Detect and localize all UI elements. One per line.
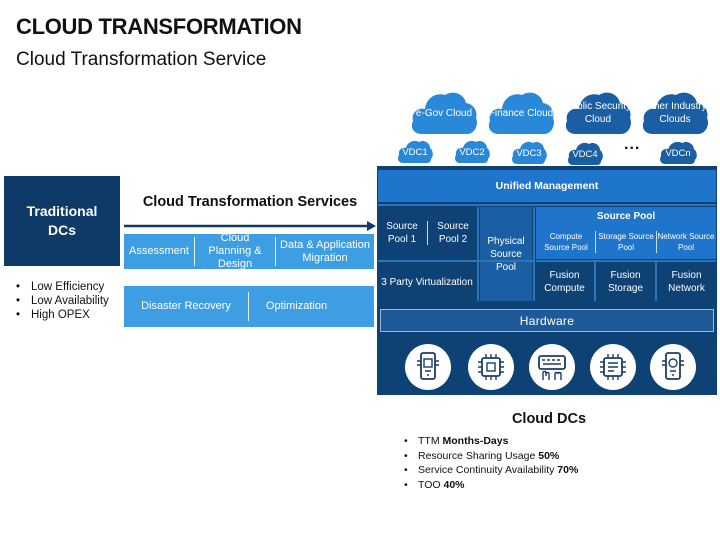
cloud-icon — [512, 141, 547, 164]
bullet-item: TOO 40% — [404, 478, 578, 493]
physical-source-pool: Physical Source Pool — [480, 207, 532, 301]
bullet-item: Low Availability — [16, 294, 124, 308]
vdc-1: VDC1 — [397, 138, 433, 163]
cloud-dcs-title: Cloud DCs — [511, 411, 587, 427]
divider — [655, 262, 657, 301]
bullet-item: Service Continuity Availability 70% — [404, 463, 578, 478]
unified-management-bar: Unified Management — [378, 170, 716, 202]
source-pool-group: Source Pool 1 Source Pool 2 — [378, 207, 476, 259]
fusion-storage: Fusion Storage — [597, 263, 654, 301]
cloud-icon — [568, 142, 603, 165]
vdc-2: VDC2 — [454, 138, 490, 163]
divider — [427, 221, 428, 245]
service-data-migration: Data & Application Migration — [280, 238, 370, 264]
divider — [656, 231, 657, 253]
page-subtitle: Cloud Transformation Service — [16, 49, 267, 70]
cloud-icon — [642, 92, 708, 134]
traditional-dcs-label: Traditional DCs — [26, 203, 98, 238]
source-pool-2: Source Pool 2 — [437, 221, 469, 245]
compute-source-pool: Compute Source Pool — [544, 232, 588, 252]
vdc-n: VDCn — [659, 139, 697, 164]
source-pool-1: Source Pool 1 — [386, 221, 418, 245]
vdc-3: VDC3 — [511, 139, 547, 164]
divider — [477, 207, 479, 301]
fusion-compute: Fusion Compute — [536, 263, 593, 301]
hardware-bar: Hardware — [380, 309, 714, 332]
cloud-egov: e-Gov Cloud — [410, 88, 478, 134]
cloud-dcs-bullets: TTM Months-Days Resource Sharing Usage 5… — [404, 434, 578, 492]
bullet-item: High OPEX — [16, 308, 124, 322]
vdc-4: VDC4 — [567, 140, 603, 165]
transformation-arrow-icon — [124, 221, 376, 231]
cloud-icon — [398, 140, 433, 163]
page-title: CLOUD TRANSFORMATION — [16, 14, 302, 39]
divider — [595, 231, 596, 253]
cloud-icon — [660, 141, 697, 164]
service-disaster-recovery: Disaster Recovery — [141, 300, 231, 312]
service-cloud-planning: Cloud Planning & Design — [208, 232, 262, 270]
cloud-icon — [488, 92, 554, 134]
services-row-2: Disaster Recovery Optimization — [124, 286, 374, 327]
services-title: Cloud Transformation Services — [142, 194, 358, 210]
cloud-icon — [455, 140, 490, 163]
cloud-other-industry: Other Industry Clouds — [641, 88, 709, 134]
more-vdcs-ellipsis: ... — [624, 136, 641, 153]
keyboard-hands-icon — [529, 344, 575, 390]
document-chip-icon — [590, 344, 636, 390]
divider — [533, 207, 535, 301]
bullet-item: Resource Sharing Usage 50% — [404, 449, 578, 464]
cloud-icon — [411, 92, 477, 134]
traditional-dcs-box: Traditional DCs — [4, 176, 120, 266]
cloud-icon — [565, 92, 631, 134]
phone-chip-icon — [650, 344, 696, 390]
bullet-item: TTM Months-Days — [404, 434, 578, 449]
traditional-dcs-bullets: Low Efficiency Low Availability High OPE… — [16, 280, 124, 322]
mobile-chip-icon — [405, 344, 451, 390]
source-pool-box — [536, 207, 716, 259]
fusion-network: Fusion Network — [658, 263, 715, 301]
divider — [378, 204, 716, 206]
divider — [594, 262, 596, 301]
storage-source-pool: Storage Source Pool — [598, 232, 654, 252]
cpu-chip-icon — [468, 344, 514, 390]
service-optimization: Optimization — [265, 300, 328, 312]
services-row-1: Assessment Cloud Planning & Design Data … — [124, 232, 374, 270]
third-party-virtualization: 3 Party Virtualization — [378, 263, 476, 301]
source-pool-title: Source Pool — [596, 211, 656, 222]
cloud-public-security: Public Security Cloud — [564, 88, 632, 134]
cloud-finance: Finance Cloud — [487, 88, 555, 134]
service-assessment: Assessment — [129, 245, 189, 257]
divider — [536, 260, 716, 262]
network-source-pool: Network Source Pool — [657, 232, 715, 252]
bullet-item: Low Efficiency — [16, 280, 124, 294]
divider — [378, 260, 534, 262]
